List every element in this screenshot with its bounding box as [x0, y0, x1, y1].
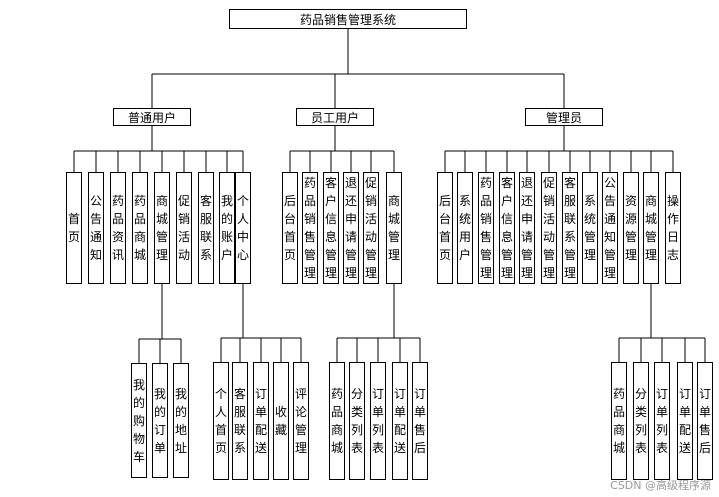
- module-node-label: 后台首页: [438, 194, 451, 262]
- submodule-node: 收藏: [273, 362, 289, 480]
- module-node-label: 商城管理: [387, 194, 400, 262]
- module-node: 退还申请管理: [343, 172, 359, 284]
- module-node-label: 系统管理: [583, 194, 596, 262]
- module-node: 公告通知: [88, 172, 104, 284]
- role-node: 管理员: [525, 108, 603, 126]
- module-node: 首页: [66, 172, 82, 284]
- submodule-node: 订单售后: [697, 362, 713, 480]
- submodule-node: 我的地址: [173, 363, 189, 478]
- module-node-label: 资源管理: [624, 194, 637, 262]
- module-node-label: 退还申请管理: [520, 176, 533, 280]
- module-node-label: 药品商城: [133, 194, 146, 262]
- submodule-node: 药品商城: [329, 362, 345, 480]
- module-node: 客户信息管理: [499, 172, 515, 284]
- module-node-label: 促销活动管理: [542, 176, 555, 280]
- module-node-label: 后台首页: [283, 194, 296, 262]
- module-node: 药品销售管理: [478, 172, 494, 284]
- module-node-label: 系统用户: [458, 194, 471, 262]
- module-node-label: 商城管理: [155, 194, 168, 262]
- module-node: 客户信息管理: [323, 172, 339, 284]
- submodule-node-label: 订单配送: [393, 387, 406, 455]
- submodule-node: 订单列表: [370, 362, 386, 480]
- role-node: 员工用户: [296, 108, 374, 126]
- submodule-node: 我的订单: [152, 363, 168, 478]
- submodule-node: 分类列表: [349, 362, 365, 480]
- module-node-label: 首页: [67, 212, 80, 244]
- module-node: 系统用户: [457, 172, 473, 284]
- submodule-node: 订单配送: [677, 362, 693, 480]
- submodule-node-label: 药品商城: [330, 387, 343, 455]
- root-node: 药品销售管理系统: [229, 9, 467, 29]
- module-node-label: 药品销售管理: [479, 176, 492, 280]
- module-node-label: 公告通知管理: [603, 176, 616, 280]
- submodule-node-label: 药品商城: [612, 387, 625, 455]
- module-node-label: 操作日志: [666, 194, 679, 262]
- submodule-node-label: 订单列表: [371, 387, 384, 455]
- submodule-node-label: 我的地址: [174, 386, 187, 455]
- module-node-label: 促销活动: [177, 194, 190, 262]
- submodule-node-label: 订单配送: [678, 387, 691, 455]
- submodule-node: 药品商城: [611, 362, 627, 480]
- submodule-node: 订单售后: [412, 362, 428, 480]
- submodule-node-label: 分类列表: [634, 387, 647, 455]
- module-node-label: 商城管理: [644, 194, 657, 262]
- module-node: 客服联系管理: [562, 172, 578, 284]
- submodule-node: 订单配送: [253, 362, 269, 480]
- submodule-node-label: 我的购物车: [132, 377, 145, 464]
- module-node: 操作日志: [665, 172, 681, 284]
- module-node-label: 客户信息管理: [324, 176, 337, 280]
- module-node: 后台首页: [282, 172, 298, 284]
- module-node: 系统管理: [582, 172, 598, 284]
- submodule-node-label: 订单售后: [413, 387, 426, 455]
- module-node: 个人中心: [235, 172, 251, 284]
- module-node-label: 个人中心: [236, 194, 249, 262]
- module-node: 药品资讯: [110, 172, 126, 284]
- module-node: 我的账户: [219, 172, 235, 284]
- submodule-node-label: 订单售后: [698, 387, 711, 455]
- role-node: 普通用户: [113, 108, 191, 126]
- submodule-node-label: 评论管理: [294, 387, 307, 455]
- submodule-node-label: 分类列表: [350, 387, 363, 455]
- submodule-node-label: 订单列表: [655, 387, 668, 455]
- module-node-label: 客户信息管理: [500, 176, 513, 280]
- module-node: 促销活动: [176, 172, 192, 284]
- module-node-label: 退还申请管理: [344, 176, 357, 280]
- module-node: 资源管理: [623, 172, 639, 284]
- submodule-node: 个人首页: [213, 362, 229, 480]
- module-node-label: 客服联系管理: [563, 176, 576, 280]
- submodule-node: 客服联系: [232, 362, 248, 480]
- submodule-node: 订单配送: [392, 362, 408, 480]
- submodule-node: 评论管理: [293, 362, 309, 480]
- module-node-label: 我的账户: [220, 194, 233, 262]
- module-node: 商城管理: [643, 172, 659, 284]
- module-node: 促销活动管理: [363, 172, 379, 284]
- module-node: 药品销售管理: [302, 172, 318, 284]
- module-node: 促销活动管理: [541, 172, 557, 284]
- submodule-node-label: 收藏: [274, 405, 287, 437]
- module-node: 药品商城: [132, 172, 148, 284]
- submodule-node-label: 客服联系: [233, 387, 246, 455]
- module-node-label: 公告通知: [89, 194, 102, 262]
- module-node-label: 药品资讯: [111, 194, 124, 262]
- watermark: CSDN @高级程序源: [610, 479, 711, 492]
- submodule-node-label: 我的订单: [153, 386, 166, 455]
- module-node-label: 药品销售管理: [303, 176, 316, 280]
- module-node-label: 促销活动管理: [364, 176, 377, 280]
- module-node: 客服联系: [198, 172, 214, 284]
- module-node: 后台首页: [437, 172, 453, 284]
- submodule-node-label: 个人首页: [214, 387, 227, 455]
- module-node: 公告通知管理: [602, 172, 618, 284]
- submodule-node: 我的购物车: [131, 363, 147, 478]
- submodule-node: 分类列表: [633, 362, 649, 480]
- module-node: 商城管理: [386, 172, 402, 284]
- submodule-node: 订单列表: [654, 362, 670, 480]
- module-node: 退还申请管理: [519, 172, 535, 284]
- module-node-label: 客服联系: [199, 194, 212, 262]
- submodule-node-label: 订单配送: [254, 387, 267, 455]
- module-node: 商城管理: [154, 172, 170, 284]
